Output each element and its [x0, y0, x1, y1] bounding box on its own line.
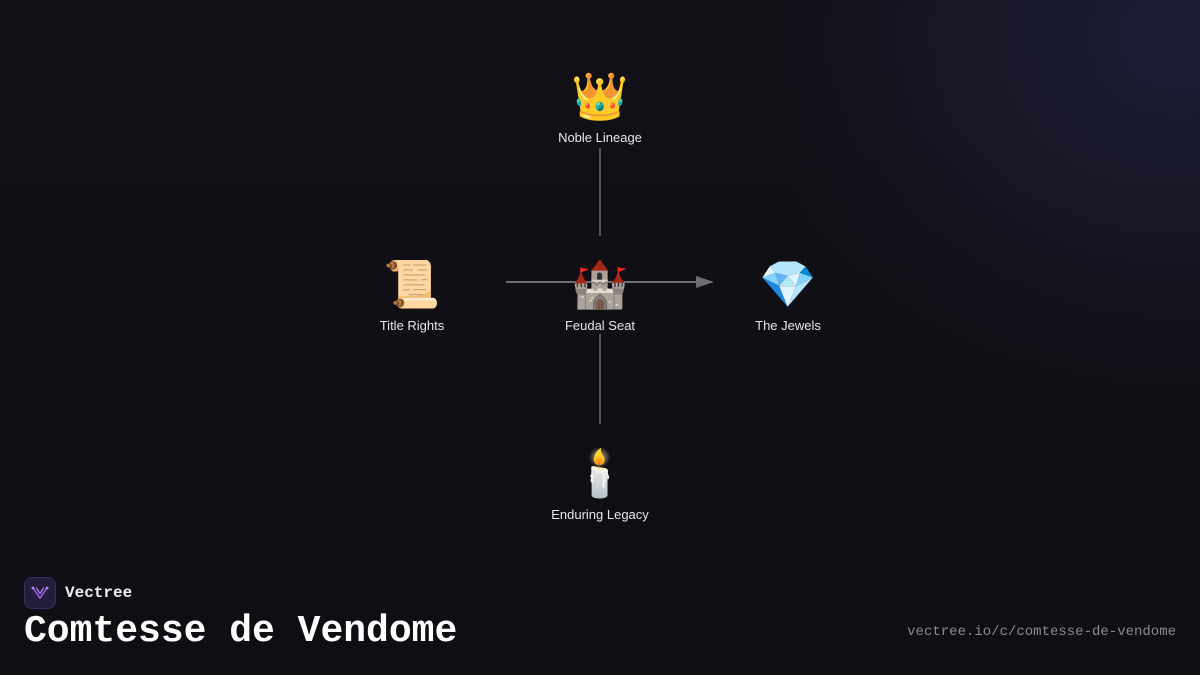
node-noble-lineage[interactable]: 👑 Noble Lineage [520, 68, 680, 145]
node-label: Enduring Legacy [551, 507, 649, 522]
node-the-jewels[interactable]: 💎 The Jewels [708, 256, 868, 333]
page-url[interactable]: vectree.io/c/comtesse-de-vendome [907, 624, 1176, 640]
scroll-icon: 📜 [383, 257, 441, 311]
node-title-rights[interactable]: 📜 Title Rights [332, 256, 492, 333]
candle-icon: 🕯️ [571, 446, 629, 500]
node-label: Title Rights [379, 318, 445, 333]
gem-icon: 💎 [759, 257, 817, 311]
crown-icon: 👑 [571, 69, 629, 123]
page-title: Comtesse de Vendome [24, 610, 458, 653]
vectree-logo-icon [24, 577, 56, 609]
node-label: Feudal Seat [564, 318, 636, 333]
brand[interactable]: Vectree [24, 577, 132, 609]
brand-name: Vectree [65, 584, 133, 602]
node-label: The Jewels [755, 318, 821, 333]
node-feudal-seat[interactable]: 🏰 Feudal Seat [520, 256, 680, 333]
node-enduring-legacy[interactable]: 🕯️ Enduring Legacy [520, 445, 680, 522]
castle-icon: 🏰 [571, 257, 629, 311]
node-label: Noble Lineage [558, 130, 642, 145]
